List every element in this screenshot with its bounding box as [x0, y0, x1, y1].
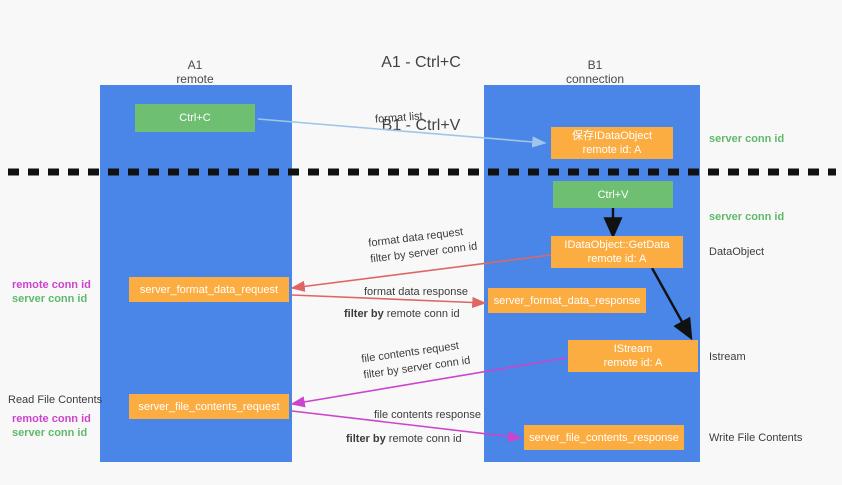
label-format-data-request-group: format data request filter by server con…	[368, 224, 478, 267]
filter-by-text-3: filter by	[362, 364, 400, 382]
remote-conn-id-chip-2: remote conn id	[388, 433, 462, 445]
right-label-istream: Istream	[709, 351, 746, 363]
node-server-format-data-request-label: server_format_data_request	[139, 283, 279, 296]
left-label-server-conn-id-1: server conn id	[12, 293, 88, 305]
node-istream-title: IStream	[613, 343, 653, 355]
label-format-data-response: format data response	[364, 286, 468, 298]
right-label-dataobject: DataObject	[709, 246, 765, 258]
left-label-remote-conn-id-2: remote conn id	[12, 413, 91, 425]
node-ctrl-v[interactable]: Ctrl+V	[553, 181, 673, 208]
column-header-a1: A1 remote	[130, 58, 260, 86]
node-server-file-contents-response-label: server_file_contents_response	[529, 431, 679, 444]
column-header-b1-role: connection	[565, 72, 625, 86]
node-ctrl-c[interactable]: Ctrl+C	[135, 104, 255, 132]
node-server-format-data-request[interactable]: server_format_data_request	[129, 277, 289, 302]
left-label-server-conn-id-2: server conn id	[12, 427, 88, 439]
node-save-idataobject[interactable]: 保存IDataObject remote id: A	[551, 127, 673, 159]
label-file-contents-response: file contents response	[374, 409, 482, 421]
label-filter-by-remote-conn-id-2: filter by remote conn id	[346, 432, 481, 446]
label-file-contents-response-group: file contents response filter by remote …	[346, 408, 481, 446]
filter-by-text-2: filter by	[344, 308, 384, 320]
node-save-idataobject-title: 保存IDataObject	[571, 130, 653, 142]
node-server-file-contents-request-label: server_file_contents_request	[138, 400, 280, 413]
remote-conn-id-chip-1: remote conn id	[386, 308, 460, 320]
filter-by-text-4: filter by	[346, 433, 386, 445]
node-server-file-contents-response[interactable]: server_file_contents_response	[524, 425, 684, 450]
column-header-b1-name: B1	[587, 58, 603, 72]
column-header-a1-role: remote	[176, 72, 214, 86]
node-ctrl-v-label: Ctrl+V	[597, 188, 629, 201]
node-server-file-contents-request[interactable]: server_file_contents_request	[129, 394, 289, 419]
column-header-b1: B1 connection	[530, 58, 660, 86]
left-label-conn-id-group-2: remote conn id server conn id	[12, 412, 91, 440]
filter-by-text-1: filter by	[369, 249, 407, 266]
node-save-idataobject-subtitle: remote id: A	[582, 144, 642, 156]
left-label-remote-conn-id-1: remote conn id	[12, 279, 91, 291]
node-istream-subtitle: remote id: A	[603, 357, 663, 369]
node-server-format-data-response-label: server_format_data_response	[493, 294, 641, 307]
node-idataobject-getdata[interactable]: IDataObject::GetData remote id: A	[551, 236, 683, 268]
node-getdata-subtitle: remote id: A	[587, 253, 647, 265]
label-format-data-response-group: format data response filter by remote co…	[344, 285, 468, 321]
node-istream[interactable]: IStream remote id: A	[568, 340, 698, 372]
right-label-server-conn-id-mid: server conn id	[709, 211, 785, 223]
right-label-write-file-contents: Write File Contents	[709, 432, 803, 444]
title-line-1: A1 - Ctrl+C	[381, 54, 461, 71]
node-server-format-data-response[interactable]: server_format_data_response	[488, 288, 646, 313]
label-file-contents-request-group: file contents request filter by server c…	[360, 338, 471, 383]
label-filter-by-remote-conn-id-1: filter by remote conn id	[344, 307, 468, 321]
left-label-conn-id-group-1: remote conn id server conn id	[12, 278, 91, 306]
left-label-read-file-contents: Read File Contents	[8, 394, 103, 406]
right-label-server-conn-id-top: server conn id	[709, 133, 785, 145]
node-getdata-title: IDataObject::GetData	[564, 239, 670, 251]
node-ctrl-c-label: Ctrl+C	[179, 112, 211, 124]
column-header-a1-name: A1	[187, 58, 203, 72]
